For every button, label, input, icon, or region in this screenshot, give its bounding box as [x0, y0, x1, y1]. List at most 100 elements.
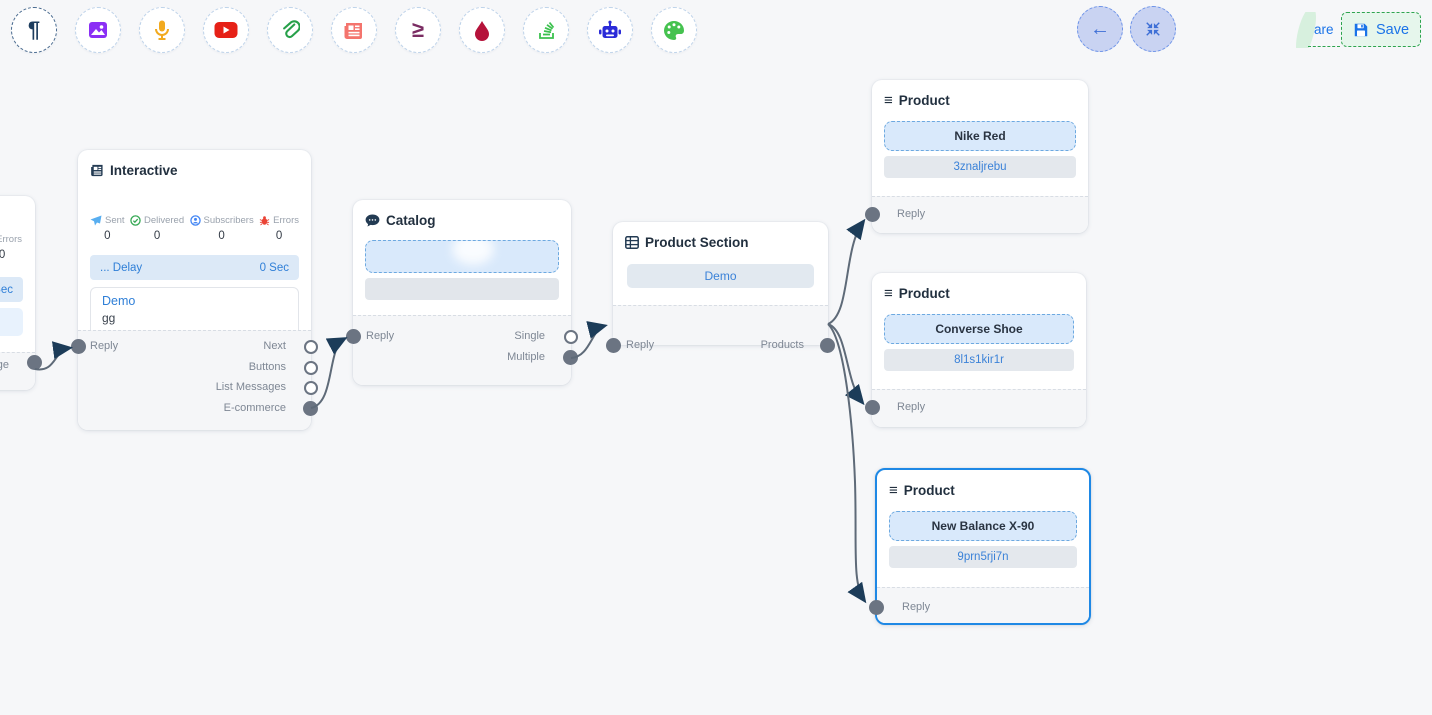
message-preview[interactable] [0, 308, 23, 336]
toolbar-video-button[interactable] [203, 7, 249, 53]
output-handle-list-messages[interactable] [304, 381, 318, 395]
user-circle-icon [189, 215, 201, 226]
droplet-icon [475, 20, 489, 41]
catalog-subfield[interactable] [365, 278, 559, 300]
catalog-placeholder[interactable] [365, 240, 559, 273]
delay-row[interactable]: ... Delay 0 Sec [90, 255, 299, 280]
input-handle-reply[interactable] [606, 338, 621, 353]
chat-bubble-icon [365, 214, 380, 227]
node-header: Product Section [613, 222, 828, 250]
output-handle-products[interactable] [820, 338, 835, 353]
delay-value: 0 Sec [259, 261, 289, 274]
product-section-node[interactable]: Product Section Demo Reply Products [606, 222, 835, 353]
input-handle-reply[interactable] [71, 339, 86, 354]
node-title-label: Catalog [386, 213, 436, 228]
stat-value: 0 [0, 249, 6, 261]
menu-icon: ≡ [889, 482, 898, 499]
paperclip-icon [283, 20, 300, 39]
product-retailer-id[interactable]: 8l1s1kir1r [884, 349, 1074, 371]
node-title-label: Product Section [645, 235, 749, 250]
edge-products-to-product3 [827, 323, 867, 604]
node-title-label: Product [898, 93, 950, 108]
image-icon [89, 22, 107, 38]
share-border-fragment [1308, 46, 1340, 47]
back-button[interactable]: ← [1077, 6, 1123, 52]
toolbar-theme-button[interactable] [651, 7, 697, 53]
microphone-icon [155, 20, 169, 40]
output-label: Message [0, 359, 9, 371]
toolbar-stack-button[interactable] [523, 7, 569, 53]
catalog-node[interactable]: Catalog Reply Single Multiple [346, 200, 578, 385]
stats-row: Sent 0 Delivered 0 [78, 215, 311, 242]
output-handle-next[interactable] [304, 340, 318, 354]
palette-icon [664, 21, 684, 40]
arrow-left-icon: ← [1090, 17, 1110, 40]
product-node-1[interactable]: ≡ Product Nike Red 3znaljrebu Reply [865, 80, 1088, 233]
output-label: Multiple [507, 351, 545, 363]
menu-icon: ≡ [884, 285, 893, 302]
node-footer [877, 587, 1089, 623]
node-header: Catalog [353, 200, 571, 228]
delay-label: ... Delay [100, 261, 143, 274]
node-footer [353, 315, 571, 385]
toolbar-text-button[interactable]: ¶ [11, 7, 57, 53]
toolbar-newspaper-button[interactable] [331, 7, 377, 53]
section-demo-button[interactable]: Demo [627, 264, 814, 288]
output-label: Products [760, 339, 804, 351]
node-header: Interactive [78, 150, 311, 178]
paper-plane-icon [90, 215, 102, 226]
input-label: Reply [897, 401, 926, 413]
output-label: Buttons [248, 361, 286, 373]
bug-icon [259, 216, 270, 226]
product-name-box[interactable]: Nike Red [884, 121, 1076, 151]
input-label: Reply [902, 601, 931, 613]
input-handle-reply[interactable] [346, 329, 361, 344]
robot-icon [599, 20, 621, 38]
youtube-icon [214, 22, 238, 38]
input-handle-reply[interactable] [869, 600, 884, 615]
product-retailer-id[interactable]: 3znaljrebu [884, 156, 1076, 178]
toolbar-attachment-button[interactable] [267, 7, 313, 53]
product-retailer-id[interactable]: 9prn5rji7n [889, 546, 1077, 568]
delay-row[interactable]: 0 Sec [0, 277, 23, 302]
interactive-node[interactable]: Interactive Sent 0 Delivered [71, 150, 318, 430]
share-button-partial[interactable]: are [1296, 12, 1340, 48]
message-box[interactable]: Demo gg [90, 287, 299, 337]
output-handle-message[interactable] [27, 355, 42, 370]
output-handle-buttons[interactable] [304, 361, 318, 375]
pilcrow-icon: ¶ [27, 17, 41, 42]
input-handle-reply[interactable] [865, 207, 880, 222]
output-handle-multiple[interactable] [563, 350, 578, 365]
share-partial-label: are [1314, 22, 1334, 37]
input-label: Reply [90, 340, 119, 352]
product-name-box[interactable]: Converse Shoe [884, 314, 1074, 344]
message-node-partial[interactable]: Errors 0 0 Sec Message [0, 196, 42, 390]
save-button[interactable]: Save [1341, 12, 1421, 47]
message-body: gg [102, 311, 116, 325]
node-header: ≡ Product [872, 273, 1086, 301]
check-circle-icon [130, 215, 141, 226]
input-handle-reply[interactable] [865, 400, 880, 415]
save-icon [1354, 23, 1368, 36]
node-title-label: Product [898, 286, 950, 301]
toolbar-bot-button[interactable] [587, 7, 633, 53]
toolbar-image-button[interactable] [75, 7, 121, 53]
product-node-3[interactable]: ≡ Product New Balance X-90 9prn5rji7n Re… [869, 468, 1091, 625]
product-node-2[interactable]: ≡ Product Converse Shoe 8l1s1kir1r Reply [865, 273, 1086, 427]
gte-icon: ≥ [411, 17, 425, 42]
output-handle-single[interactable] [564, 330, 578, 344]
toolbar-droplet-button[interactable] [459, 7, 505, 53]
shine-highlight [452, 241, 495, 265]
output-label: List Messages [215, 381, 286, 393]
toolbar-condition-button[interactable]: ≥ [395, 7, 441, 53]
node-footer [78, 330, 311, 430]
fit-view-button[interactable] [1130, 6, 1176, 52]
output-label: E-commerce [223, 402, 286, 414]
product-name-box[interactable]: New Balance X-90 [889, 511, 1077, 541]
output-handle-ecommerce[interactable] [303, 401, 318, 416]
input-label: Reply [366, 330, 395, 342]
node-header: ≡ Product [872, 80, 1088, 108]
toolbar-audio-button[interactable] [139, 7, 185, 53]
table-cells-icon [625, 236, 639, 249]
